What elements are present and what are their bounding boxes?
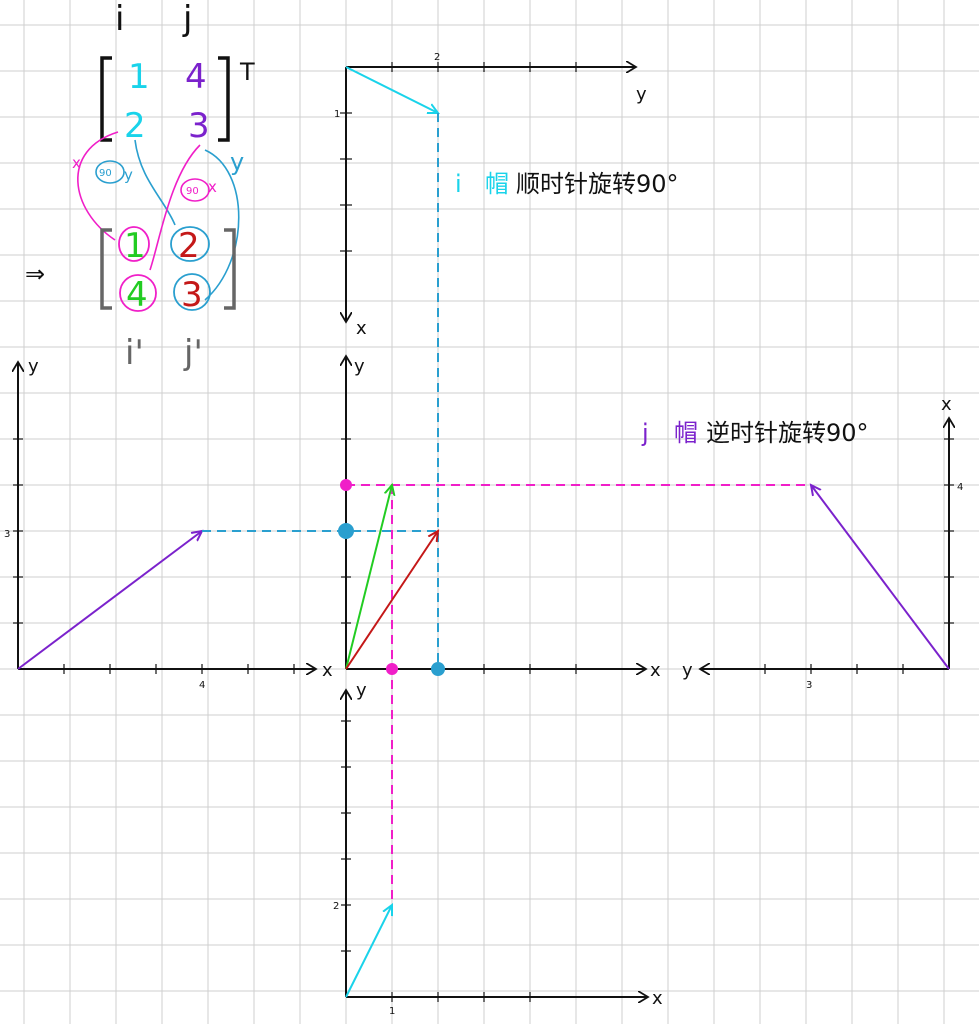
- i-hat-prefix: i: [455, 170, 462, 198]
- label-i: i: [115, 0, 124, 39]
- left-axes: [13, 362, 316, 674]
- j-hat-note: j 帽 逆时针旋转90°: [641, 419, 869, 447]
- blue-dot-y-axis: [338, 523, 354, 539]
- top-horizontal-axis-label: y: [636, 84, 647, 105]
- j-hat-original-vector: [17, 531, 202, 670]
- transpose-mark: T: [239, 58, 255, 86]
- j-hat-text: 逆时针旋转90°: [706, 419, 869, 447]
- annot-right-y: y: [230, 148, 244, 176]
- center-vertical-axis-label: y: [354, 356, 365, 377]
- bottom-horizontal-axis-label: x: [652, 988, 663, 1009]
- result-label-j-prime: j': [183, 333, 203, 373]
- label-j: j: [182, 0, 192, 39]
- result-cell-2-1: 4: [126, 275, 148, 315]
- top-tick-v: 1: [334, 109, 340, 120]
- i-hat-original-vector: [345, 905, 392, 998]
- annot-left-y: y: [124, 166, 133, 184]
- annot-right-x: x: [208, 178, 217, 196]
- i-hat-rotated-vector: [345, 66, 438, 113]
- i-prime-vector: [345, 485, 392, 670]
- result-matrix-brackets: [100, 228, 236, 310]
- left-vertical-axis-label: y: [28, 356, 39, 377]
- blue-dot-x-axis: [431, 662, 445, 676]
- j-hat-mid: 帽: [674, 419, 698, 447]
- original-matrix-brackets: [100, 56, 230, 142]
- implies-arrow: ⇒: [25, 260, 45, 288]
- i-hat-mid: 帽: [485, 170, 509, 198]
- top-vertical-axis-label: x: [356, 318, 367, 339]
- bottom-axes: [341, 690, 648, 1002]
- j-hat-rotated-vector: [811, 485, 950, 670]
- right-vertical-axis-label: x: [941, 394, 952, 415]
- magenta-dot-x-axis: [386, 663, 398, 675]
- magenta-dot-y-axis: [340, 479, 352, 491]
- projection-lines: [202, 113, 811, 905]
- rotation-annotation-arrows: [77, 131, 240, 301]
- matrix-cell-2-1: 2: [124, 106, 146, 146]
- j-hat-prefix: j: [641, 419, 649, 447]
- matrix-cell-1-2: 4: [185, 57, 207, 97]
- right-axes: [700, 418, 954, 674]
- result-cell-1-2: 2: [178, 226, 200, 266]
- top-tick-h: 2: [434, 52, 440, 63]
- top-axes: [340, 62, 636, 322]
- right-tick-v: 4: [957, 482, 963, 493]
- bottom-tick-v: 2: [333, 901, 339, 912]
- right-horizontal-axis-label: y: [682, 660, 693, 681]
- center-horizontal-axis-label: x: [650, 660, 661, 681]
- left-horizontal-axis-label: x: [322, 660, 333, 681]
- left-tick-h: 4: [199, 680, 205, 691]
- left-tick-v: 3: [4, 529, 10, 540]
- result-label-i-prime: i': [125, 333, 144, 373]
- result-cell-1-1: 1: [124, 226, 146, 266]
- bottom-vertical-axis-label: y: [356, 680, 367, 701]
- bottom-tick-h: 1: [389, 1006, 395, 1017]
- annot-left-x: x: [72, 154, 81, 172]
- annot-right-angle: 90: [186, 186, 199, 197]
- result-cell-2-2: 3: [181, 275, 203, 315]
- matrix-cell-2-2: 3: [188, 106, 210, 146]
- i-hat-text: 顺时针旋转90°: [516, 170, 679, 198]
- matrix-annotation: i j T 1 4 2 3 x 90 y 90 x y ⇒: [25, 0, 255, 373]
- result-cell-circles: [118, 226, 211, 312]
- j-prime-vector: [345, 531, 438, 670]
- annot-left-angle: 90: [99, 168, 112, 179]
- center-axes: [341, 356, 646, 674]
- i-hat-note: i 帽 顺时针旋转90°: [455, 170, 679, 198]
- right-tick-h: 3: [806, 680, 812, 691]
- matrix-cell-1-1: 1: [128, 57, 150, 97]
